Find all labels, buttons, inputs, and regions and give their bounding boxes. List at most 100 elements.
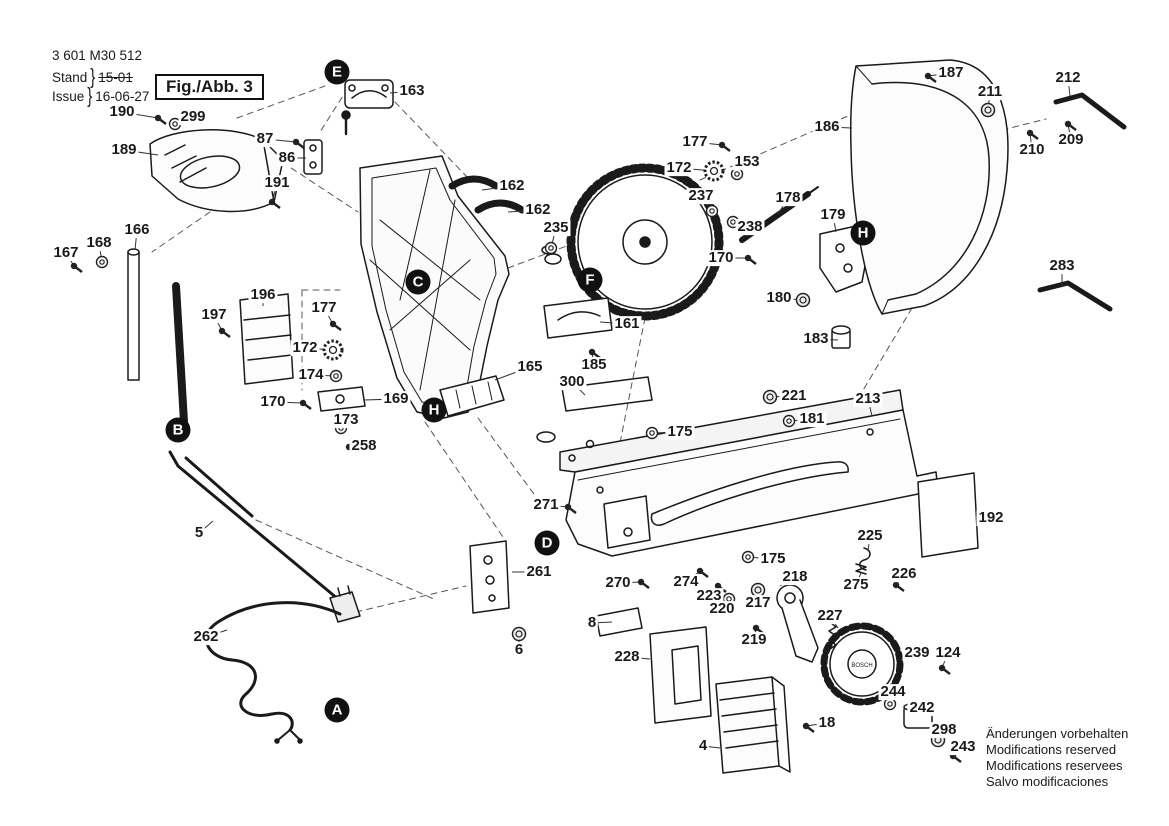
bracket-163 — [341, 79, 394, 136]
part-glyph-screw — [696, 567, 709, 578]
part-glyph-nut — [980, 102, 996, 118]
leader-line — [927, 72, 952, 77]
leader-line — [867, 398, 873, 417]
part-glyph-screw — [292, 138, 305, 149]
leader-line — [899, 652, 918, 661]
blade-guard — [850, 59, 1009, 315]
leader-line — [264, 138, 297, 143]
part-glyph-screw — [329, 320, 342, 331]
stand-value: 15-01 — [98, 69, 133, 85]
model-number: 3 601 M30 512 — [52, 48, 143, 63]
part-glyph-screw — [218, 327, 231, 338]
part-glyph-washer — [782, 414, 796, 428]
leader-line — [826, 126, 853, 129]
rod-b — [172, 282, 188, 426]
allen-key-212 — [1053, 92, 1127, 130]
part-glyph-nut — [762, 389, 778, 405]
clip-275 — [855, 563, 867, 575]
table-front-panel — [536, 389, 939, 557]
handwheel: BOSCH — [820, 622, 904, 706]
stand-label: Stand — [52, 69, 88, 85]
part-glyph-washer — [722, 592, 736, 606]
part-glyph-washer — [544, 241, 558, 255]
leader-line — [829, 615, 839, 629]
part-glyph-screw — [752, 624, 765, 635]
part-glyph-screw — [1064, 120, 1077, 131]
issue-label: Issue — [52, 88, 85, 104]
part-glyph-washer — [741, 550, 755, 564]
issue-value: 16-06-27 — [95, 88, 150, 104]
leader-line — [571, 381, 586, 396]
part-glyph-screw — [744, 254, 757, 265]
part-glyph-nut — [930, 732, 946, 748]
label-plate-8 — [595, 607, 643, 637]
part-glyph-gear — [703, 160, 725, 182]
part-glyph-screw — [345, 443, 358, 454]
leader-line — [205, 629, 228, 638]
spacer-183 — [831, 325, 851, 349]
part-glyph-screw — [268, 198, 281, 209]
part-glyph-screw — [588, 348, 601, 359]
part-glyph-screw — [637, 578, 650, 589]
figure-label: Fig./Abb. 3 — [155, 74, 264, 100]
footer-note-line: Salvo modificaciones — [986, 773, 1109, 789]
leader-line — [917, 707, 923, 717]
leader-line — [198, 520, 214, 534]
leader-line — [702, 745, 721, 749]
footer-note-line: Modifications reservees — [986, 757, 1123, 773]
leader-line — [389, 90, 413, 94]
handwheel-brand-text: BOSCH — [851, 663, 872, 669]
part-glyph-screw — [718, 141, 731, 152]
part-glyph-nut — [795, 292, 811, 308]
part-glyph-screw — [949, 752, 962, 763]
part-glyph-screw — [154, 114, 167, 125]
plate-169 — [317, 386, 366, 412]
label-plate-300 — [561, 376, 653, 412]
leader-line — [617, 581, 642, 584]
part-glyph-washer — [730, 167, 744, 181]
clip-225 — [859, 547, 871, 571]
leader-line — [832, 214, 837, 233]
leader-line — [591, 621, 613, 624]
part-glyph-screw — [938, 664, 951, 675]
part-glyph-screw — [802, 722, 815, 733]
leader-line — [855, 572, 862, 586]
part-glyph-washer — [883, 697, 897, 711]
part-glyph-washer — [645, 426, 659, 440]
insert-plate-192 — [917, 472, 979, 558]
leader-line — [815, 338, 839, 341]
part-glyph-screw — [1026, 129, 1039, 140]
strip-162-b — [474, 199, 526, 214]
leader-line — [599, 321, 628, 325]
bracket-261 — [469, 540, 510, 614]
title-block: 3 601 M30 512 Stand } 15-01 Issue } 16-0… — [52, 48, 150, 108]
footer-note-line: Änderungen vorbehalten — [986, 726, 1129, 741]
footer-note-line: Modifications reserved — [986, 741, 1117, 757]
ribbed-plate-196 — [239, 293, 294, 385]
leader-line — [779, 576, 796, 587]
part-glyph-washer — [726, 215, 740, 229]
part-glyph-washer — [95, 255, 109, 269]
power-cord — [205, 601, 342, 744]
leader-line — [867, 535, 871, 552]
leader-line — [626, 656, 651, 660]
leader-line — [123, 149, 159, 156]
motor-housing — [359, 155, 510, 419]
leader-line — [363, 398, 397, 401]
leader-line — [134, 229, 138, 251]
part-glyph-gear — [322, 339, 344, 361]
bracket-4 — [715, 676, 791, 774]
leader-line — [121, 111, 159, 119]
clamp-86 — [303, 139, 323, 175]
leader-line — [694, 141, 723, 146]
part-glyph-screw — [714, 582, 727, 593]
strip-162-a — [448, 175, 500, 190]
switch-box — [649, 626, 712, 724]
leader-line — [272, 401, 304, 404]
part-glyph-screw — [564, 503, 577, 514]
allen-key-283 — [1037, 280, 1113, 312]
part-glyph-washer — [329, 369, 343, 383]
